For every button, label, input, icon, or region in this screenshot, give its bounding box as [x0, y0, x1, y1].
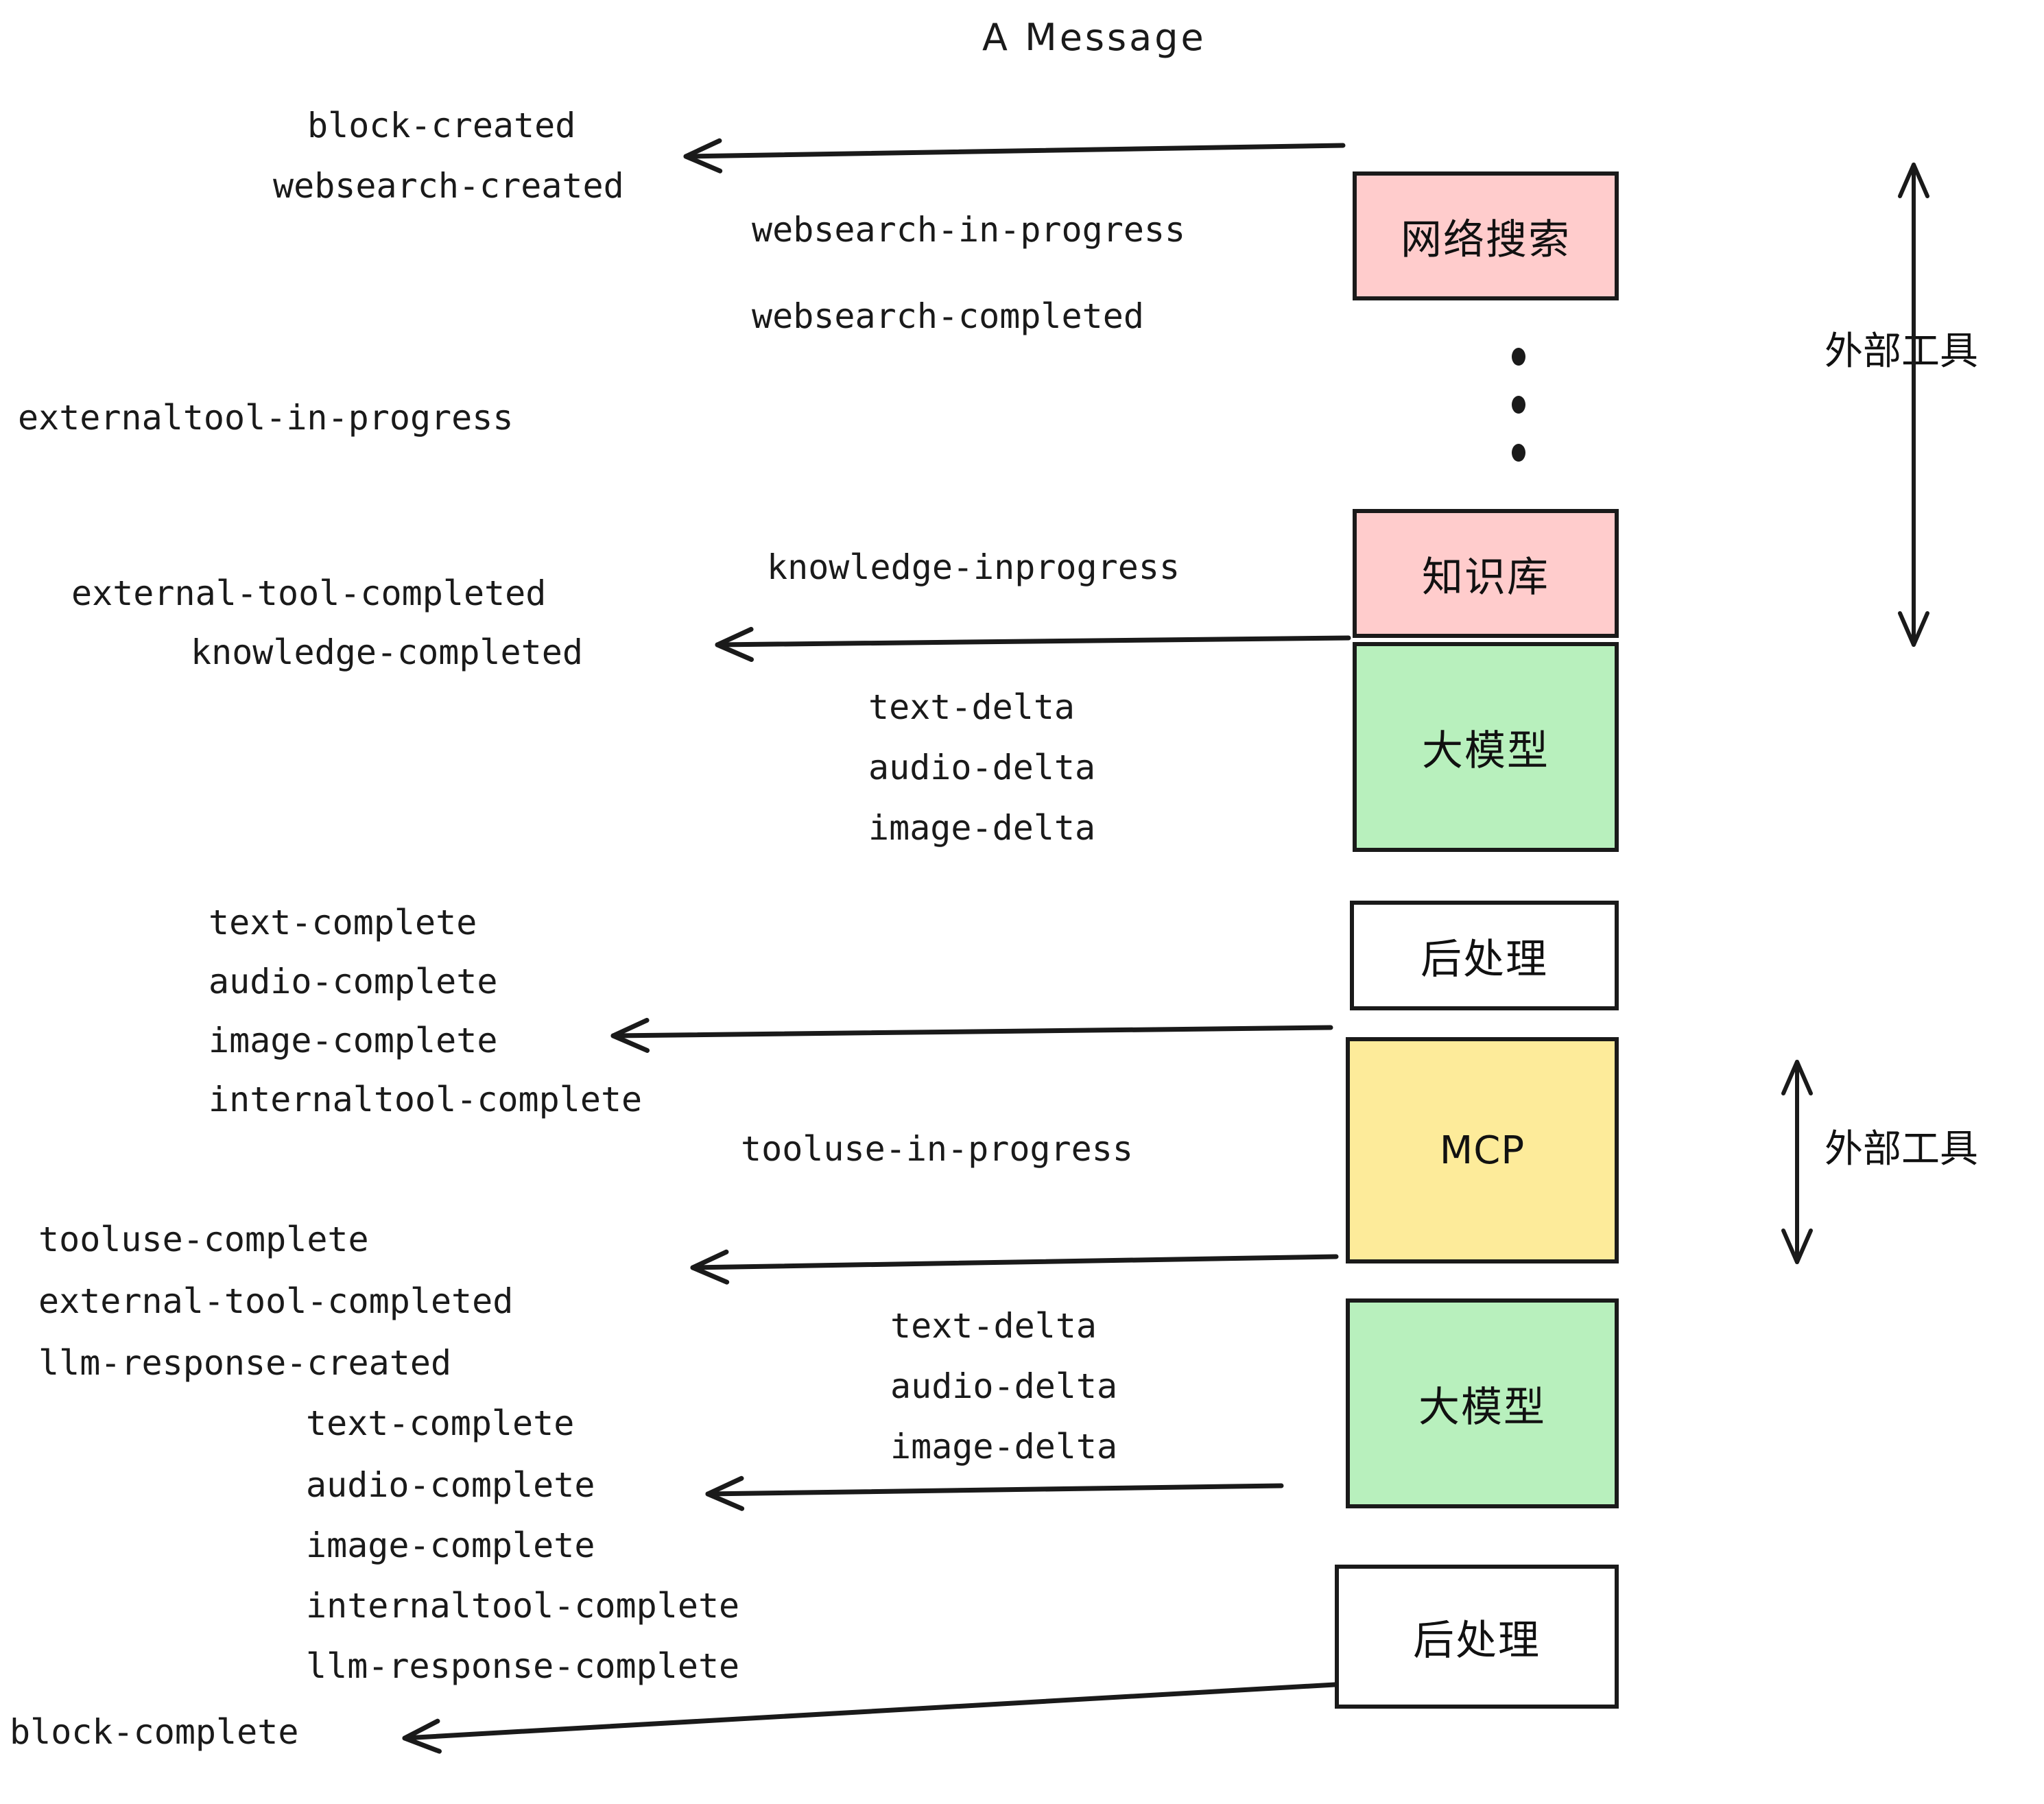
- external-tools-top-arrow-head-down: [1898, 611, 1929, 647]
- arrow-audio-complete-head: [705, 1475, 745, 1511]
- arrow-tooluse-complete-line: [690, 1254, 1339, 1270]
- arrow-knowledge-completed-line: [715, 635, 1351, 648]
- arrow-block-created-line: [683, 143, 1346, 159]
- side-label-external-tools-top: 外部工具: [1825, 329, 1978, 374]
- event-label-llm-response-created: llm-response-created: [38, 1343, 452, 1383]
- event-label-text-delta-2: text-delta: [890, 1306, 1097, 1346]
- external-tools-bottom-arrow-head-up: [1781, 1060, 1813, 1095]
- event-label-image-delta-2: image-delta: [890, 1427, 1118, 1467]
- node-post-1[interactable]: 后处理: [1350, 901, 1619, 1010]
- ellipsis-dot: [1512, 396, 1525, 414]
- arrow-block-complete-line: [402, 1682, 1338, 1741]
- node-post-2[interactable]: 后处理: [1335, 1565, 1619, 1709]
- event-label-audio-delta-2: audio-delta: [890, 1366, 1118, 1406]
- event-label-knowledge-completed: knowledge-completed: [191, 632, 583, 672]
- event-label-text-complete-2: text-complete: [306, 1403, 575, 1443]
- node-llm-1[interactable]: 大模型: [1353, 642, 1619, 852]
- arrow-audio-complete-line: [705, 1483, 1284, 1497]
- node-mcp[interactable]: MCP: [1346, 1037, 1619, 1263]
- event-label-websearch-created: websearch-created: [273, 166, 624, 206]
- arrow-block-created-head: [683, 138, 723, 174]
- ellipsis-dot: [1512, 444, 1525, 462]
- event-label-block-complete: block-complete: [10, 1712, 299, 1752]
- node-knowledge[interactable]: 知识库: [1353, 509, 1619, 638]
- event-label-image-complete-1: image-complete: [209, 1021, 498, 1060]
- event-label-internaltool-complete-1: internaltool-complete: [209, 1080, 643, 1119]
- arrow-knowledge-completed-head: [715, 626, 754, 662]
- node-llm-2[interactable]: 大模型: [1346, 1298, 1619, 1508]
- event-label-llm-response-complete: llm-response-complete: [306, 1646, 740, 1686]
- event-label-block-created: block-created: [307, 106, 576, 145]
- event-label-websearch-completed: websearch-completed: [752, 296, 1144, 336]
- event-label-audio-complete-1: audio-complete: [209, 962, 498, 1001]
- arrow-image-complete-line: [610, 1025, 1333, 1039]
- event-label-tooluse-in-progress: tooluse-in-progress: [741, 1129, 1133, 1169]
- node-websearch[interactable]: 网络搜索: [1353, 171, 1619, 300]
- event-label-knowledge-inprogress: knowledge-inprogress: [767, 547, 1180, 587]
- ellipsis-dot: [1512, 348, 1525, 366]
- event-label-image-complete-2: image-complete: [306, 1526, 595, 1565]
- event-label-externaltool-in-progress: externaltool-in-progress: [18, 398, 514, 438]
- external-tools-bottom-arrow-head-down: [1781, 1229, 1813, 1264]
- external-tools-top-arrow-head-up: [1898, 163, 1929, 198]
- event-label-external-tool-completed-1: external-tool-completed: [71, 573, 547, 613]
- event-label-internaltool-complete-2: internaltool-complete: [306, 1586, 740, 1626]
- event-label-audio-complete-2: audio-complete: [306, 1465, 595, 1505]
- arrow-block-complete-head: [402, 1718, 442, 1754]
- event-label-tooluse-complete: tooluse-complete: [38, 1220, 369, 1259]
- arrow-tooluse-complete-head: [690, 1249, 730, 1285]
- event-label-external-tool-completed-2: external-tool-completed: [38, 1281, 514, 1321]
- event-label-websearch-in-progress: websearch-in-progress: [752, 210, 1186, 250]
- side-label-external-tools-bottom: 外部工具: [1825, 1127, 1978, 1172]
- event-label-text-delta-1: text-delta: [868, 687, 1076, 727]
- event-label-audio-delta-1: audio-delta: [868, 748, 1096, 787]
- page-title: A Message: [982, 16, 1207, 59]
- event-label-image-delta-1: image-delta: [868, 808, 1096, 848]
- event-label-text-complete-1: text-complete: [209, 903, 477, 942]
- arrow-image-complete-head: [610, 1017, 650, 1053]
